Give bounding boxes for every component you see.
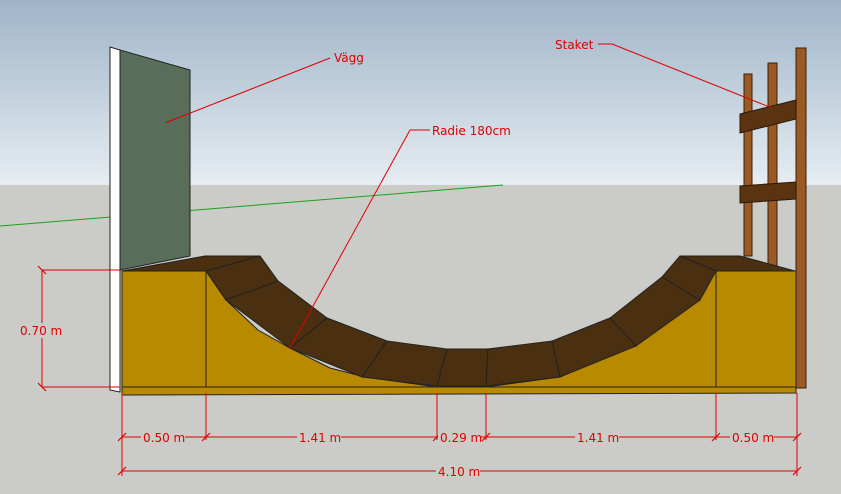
- transition-right-dimension: 1.41 m: [577, 431, 619, 445]
- fence-rail-bottom: [739, 181, 797, 204]
- fence-label: Staket: [555, 38, 594, 52]
- fence: [739, 47, 807, 389]
- fence-rail-top: [739, 99, 797, 134]
- radius-label: Radie 180cm: [432, 124, 511, 138]
- halfpipe-ramp: [121, 255, 797, 396]
- annotation-leaders: [164, 43, 773, 349]
- right-platform-front: [715, 270, 797, 388]
- wall-label: Vägg: [334, 51, 364, 65]
- total-width-dimension: 4.10 m: [438, 465, 480, 479]
- flat-bottom-dimension: 0.29 m: [440, 431, 482, 445]
- fence-post-2: [767, 62, 778, 268]
- fence-post-1: [743, 73, 753, 257]
- wall: [109, 46, 191, 393]
- platform-left-dimension: 0.50 m: [143, 431, 185, 445]
- transition-left-dimension: 1.41 m: [299, 431, 341, 445]
- ramp-base: [121, 386, 797, 396]
- height-dimension: 0.70 m: [20, 324, 62, 338]
- ramp-surface-segment: [661, 255, 717, 301]
- platform-right-dimension: 0.50 m: [732, 431, 774, 445]
- green-axis-line: [0, 184, 504, 227]
- fence-post-3: [795, 47, 807, 389]
- left-platform-front: [121, 270, 207, 388]
